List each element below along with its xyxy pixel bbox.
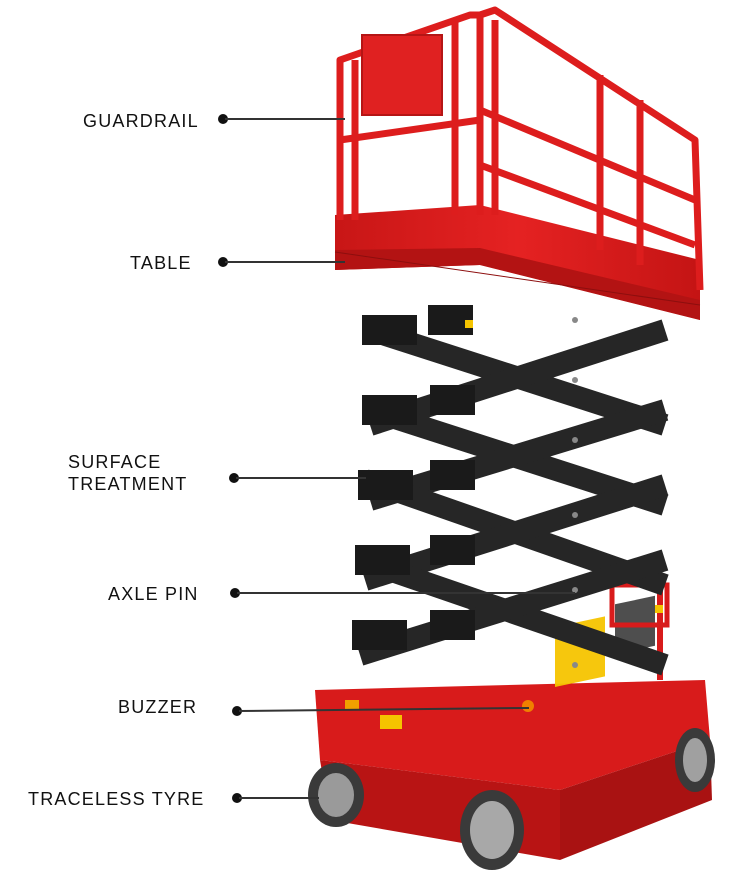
callout-traceless-tyre-dot — [232, 793, 242, 803]
scissor-arms — [356, 319, 669, 676]
callout-guardrail-leader — [225, 118, 345, 120]
tyres — [308, 728, 715, 870]
callout-traceless-tyre-leader — [239, 797, 319, 799]
lift-guardrail — [336, 6, 704, 291]
callout-table-label: TABLE — [130, 253, 192, 273]
callout-table-leader — [225, 261, 345, 263]
callout-axle-pin-leader — [237, 592, 575, 594]
callout-buzzer-dot — [232, 706, 242, 716]
callout-surface-treatment-line2: TREATMENT — [68, 474, 188, 494]
callout-surface-treatment-leader — [236, 477, 366, 479]
callout-surface-treatment-label: SURFACE TREATMENT — [68, 451, 187, 495]
callout-table-dot — [218, 257, 228, 267]
callout-guardrail-label: GUARDRAIL — [83, 111, 199, 131]
callout-axle-pin-label: AXLE PIN — [108, 584, 199, 604]
callout-surface-treatment-dot — [229, 473, 239, 483]
callout-axle-pin-dot — [230, 588, 240, 598]
callout-buzzer-label: BUZZER — [118, 697, 198, 717]
callout-guardrail-dot — [218, 114, 228, 124]
lift-platform — [334, 205, 701, 320]
callout-traceless-tyre-label: TRACELESS TYRE — [28, 789, 205, 809]
callout-surface-treatment-line1: SURFACE — [68, 452, 162, 472]
